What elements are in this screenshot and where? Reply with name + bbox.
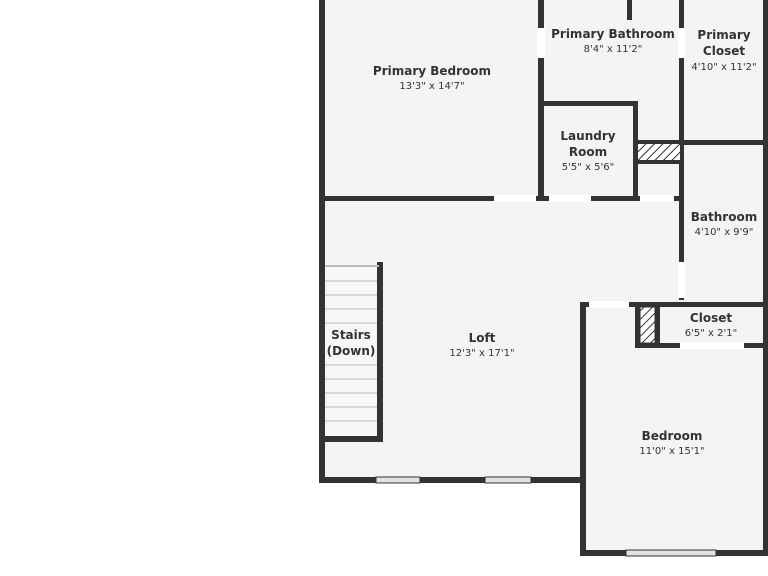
opening-primary-bathroom-door (537, 28, 545, 58)
opening-hall-door (640, 195, 674, 202)
room-primary-closet-name-1: Primary (697, 28, 750, 42)
chase-hatch-closet (639, 306, 656, 344)
room-primary-bedroom: Primary Bedroom 13'3" x 14'7" (373, 64, 491, 92)
wall-chase-top (636, 140, 682, 144)
chase-hatch-upper (638, 144, 680, 160)
room-primary-bedroom-dims: 13'3" x 14'7" (399, 81, 464, 92)
room-primary-closet: Primary Closet 4'10" x 11'2" (691, 28, 756, 73)
room-loft-dims: 12'3" x 17'1" (449, 348, 514, 359)
room-primary-bathroom-dims: 8'4" x 11'2" (584, 44, 643, 55)
room-laundry: Laundry Room 5'5" x 5'6" (560, 129, 615, 173)
room-primary-bedroom-name: Primary Bedroom (373, 64, 491, 78)
wall-bedroom-top (580, 302, 768, 307)
wall-primary-bathroom-stub (627, 0, 632, 20)
floor-areas (322, 0, 768, 554)
opening-laundry-door (549, 195, 591, 202)
opening-primary-bedroom-door (494, 195, 536, 202)
wall-laundry-top (540, 101, 638, 106)
wall-primary-closet-bottom (679, 140, 768, 145)
wall-laundry-right (633, 101, 638, 200)
opening-primary-closet-door (678, 28, 685, 58)
wall-primary-closet-left (679, 0, 684, 300)
room-loft: Loft 12'3" x 17'1" (449, 331, 514, 359)
opening-closet-door (680, 342, 744, 349)
room-primary-bathroom-name: Primary Bathroom (551, 27, 675, 41)
room-bathroom-name: Bathroom (691, 210, 757, 224)
opening-bathroom-door (678, 262, 685, 298)
wall-outer-right (763, 0, 768, 556)
room-primary-bathroom: Primary Bathroom 8'4" x 11'2" (551, 27, 675, 55)
window-loft-right (484, 476, 532, 484)
wall-bedroom-left (580, 302, 586, 556)
opening-bedroom-door (589, 301, 629, 308)
wall-closet-left (635, 304, 640, 348)
stairs-top-edge (325, 265, 379, 267)
wall-closet-inner (655, 304, 660, 348)
windows (375, 476, 717, 557)
room-laundry-dims: 5'5" x 5'6" (562, 162, 614, 173)
room-closet-name: Closet (690, 311, 732, 325)
room-bedroom: Bedroom 11'0" x 15'1" (639, 429, 704, 457)
room-primary-closet-dims: 4'10" x 11'2" (691, 62, 756, 73)
room-primary-closet-name-2: Closet (703, 44, 745, 58)
stair-treads (325, 280, 377, 422)
room-bedroom-name: Bedroom (642, 429, 703, 443)
room-stairs-name-2: (Down) (327, 344, 376, 358)
room-stairs-name-1: Stairs (331, 328, 371, 342)
wall-stairs-bottom (322, 436, 383, 442)
room-laundry-name-2: Room (569, 145, 607, 159)
wall-primary-bedroom-right (538, 0, 544, 200)
room-closet: Closet 6'5" x 2'1" (685, 311, 737, 339)
room-bedroom-dims: 11'0" x 15'1" (639, 446, 704, 457)
wall-stairs-right (377, 262, 383, 442)
room-closet-dims: 6'5" x 2'1" (685, 328, 737, 339)
wall-outer-left (319, 0, 325, 482)
room-loft-name: Loft (469, 331, 496, 345)
room-bathroom-dims: 4'10" x 9'9" (695, 227, 754, 238)
openings (494, 28, 744, 349)
floor-main (322, 0, 768, 480)
window-loft-left (375, 476, 421, 484)
wall-chase-bottom (636, 160, 682, 164)
room-stairs: Stairs (Down) (327, 325, 376, 363)
window-bedroom (625, 549, 717, 557)
room-laundry-name-1: Laundry (560, 129, 615, 143)
room-bathroom: Bathroom 4'10" x 9'9" (691, 210, 757, 238)
wall-loft-bottom (319, 477, 585, 483)
stairs-label-bg (327, 325, 375, 363)
